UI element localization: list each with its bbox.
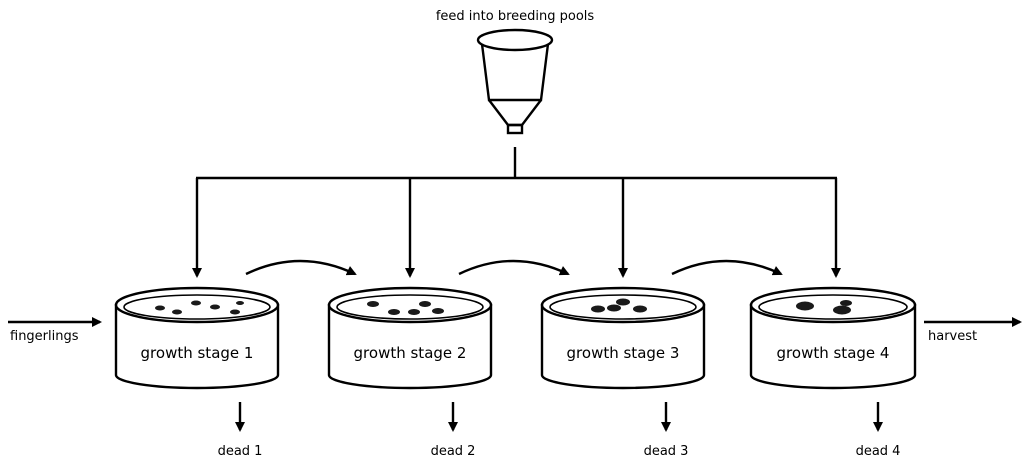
feeder-hopper-icon (476, 28, 554, 135)
pool-1-label: growth stage 1 (141, 344, 254, 362)
transfer-arrows (245, 259, 783, 276)
dead-4-label: dead 4 (856, 444, 901, 459)
pool-4-label: growth stage 4 (777, 344, 890, 362)
pool-4: growth stage 4 (749, 286, 917, 390)
feeder-label: feed into breeding pools (436, 9, 595, 24)
fish-icon (796, 300, 852, 315)
harvest-label: harvest (928, 329, 977, 344)
pool-3: growth stage 3 (540, 286, 706, 390)
fish-icon (591, 298, 647, 313)
pool-3-label: growth stage 3 (567, 344, 680, 362)
transfer-arrow-1-2 (245, 259, 357, 276)
pool-2-label: growth stage 2 (354, 344, 467, 362)
fish-icon (367, 301, 444, 315)
fish-icon (155, 300, 244, 315)
dead-2-label: dead 2 (431, 444, 476, 459)
pool-1: growth stage 1 (114, 286, 280, 390)
pool-2: growth stage 2 (327, 286, 493, 390)
dead-3-label: dead 3 (644, 444, 689, 459)
feed-distribution-lines (192, 147, 841, 278)
transfer-arrow-3-4 (671, 259, 783, 276)
transfer-arrow-2-3 (458, 259, 570, 276)
fingerlings-label: fingerlings (10, 329, 79, 344)
dead-1-label: dead 1 (218, 444, 263, 459)
